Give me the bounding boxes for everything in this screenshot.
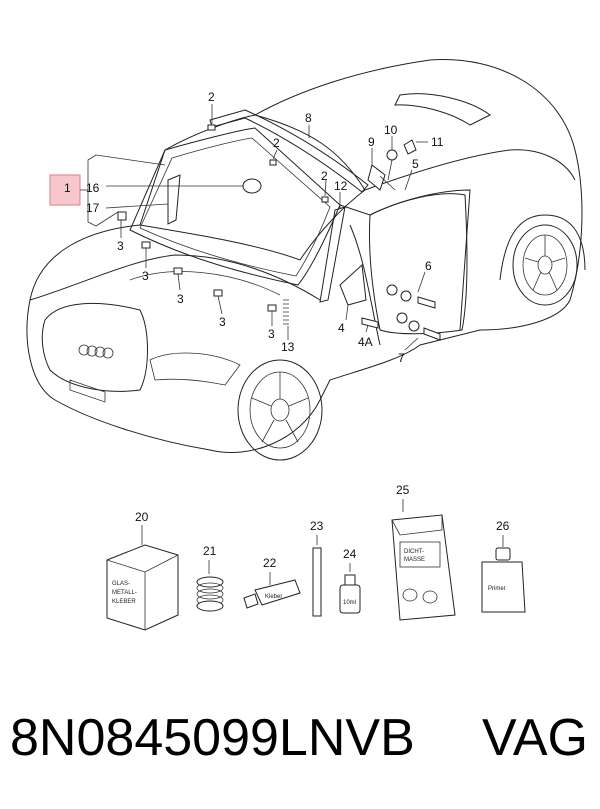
leader-lines: [105, 104, 428, 351]
callout-3-c: 3: [177, 292, 184, 306]
windscreen-parts-diagram: 1 16 17 2 2 2 8 12 3 3 3 3 3 13 9 10 11 …: [26, 59, 586, 631]
callout-5: 5: [412, 157, 419, 171]
callout-7: 7: [398, 351, 405, 365]
box20-line-2: METALL-: [112, 590, 137, 596]
callout-16: 16: [86, 181, 100, 195]
product-22-adhesive-tube: 22 Kleber: [243, 556, 301, 609]
brand-label: VAG: [482, 709, 588, 767]
product-25-sealant-pack: 25 DICHT- MASSE: [391, 483, 456, 621]
callout-1: 1: [64, 181, 71, 195]
callout-24: 24: [343, 547, 357, 561]
callout-10: 10: [384, 123, 398, 137]
product-20-glue-box: 20 GLAS- METALL- KLEBER: [106, 510, 179, 631]
car-illustration: [26, 59, 586, 461]
callout-2-a: 2: [208, 90, 215, 104]
callout-3-a: 3: [117, 239, 124, 253]
callout-20: 20: [135, 510, 149, 524]
callout-23: 23: [310, 519, 324, 533]
callout-3-e: 3: [268, 327, 275, 341]
callout-2-c: 2: [321, 169, 328, 183]
callout-3-b: 3: [142, 269, 149, 283]
callout-21: 21: [203, 544, 217, 558]
pack25-line-1: DICHT-: [404, 549, 424, 555]
callout-13: 13: [281, 340, 295, 354]
part-number: 8N0845099LNVB: [10, 709, 415, 767]
callout-4: 4: [338, 321, 345, 335]
callout-11: 11: [431, 135, 444, 149]
product-21-cord-coil: 21: [196, 544, 224, 612]
bottle24-label: 10ml: [343, 600, 356, 606]
callout-25: 25: [396, 483, 410, 497]
callout-26: 26: [496, 519, 510, 533]
callout-8: 8: [305, 111, 312, 125]
box20-line-3: KLEBER: [112, 599, 136, 605]
pack25-line-2: MASSE: [404, 557, 425, 563]
callout-6: 6: [425, 259, 432, 273]
callout-9: 9: [368, 135, 375, 149]
product-24-small-bottle: 24 10ml: [339, 547, 361, 614]
tube22-label: Kleber: [265, 594, 282, 600]
callout-22: 22: [263, 556, 277, 570]
box20-line-1: GLAS-: [112, 581, 130, 587]
callout-12: 12: [334, 179, 348, 193]
callout-17: 17: [86, 201, 100, 215]
product-26-primer-bottle: 26 Primer: [481, 519, 526, 613]
callout-2-b: 2: [273, 136, 280, 150]
product-23-applicator-stick: 23: [310, 519, 324, 617]
callout-4A: 4A: [358, 335, 373, 349]
callout-3-d: 3: [219, 315, 226, 329]
bottle26-label: Primer: [488, 586, 506, 592]
